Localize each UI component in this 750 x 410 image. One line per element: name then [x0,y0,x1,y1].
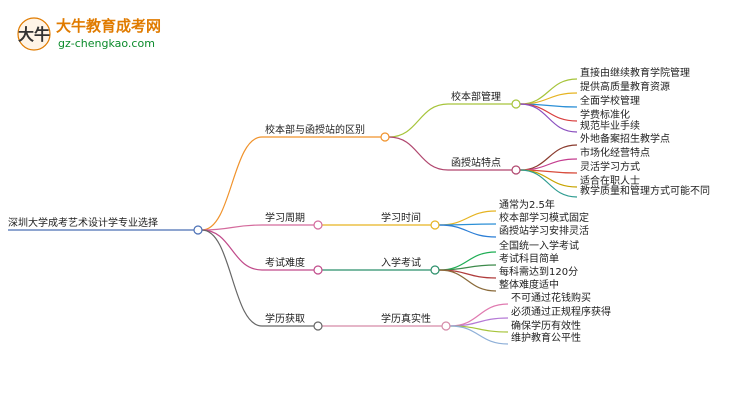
connector-lines [201,78,578,345]
leaf-node[interactable]: 适合在职人士 [580,174,640,187]
sub-node-label: 校本部管理 [451,90,501,103]
branch-connector [201,229,263,327]
branch-collapse-handle[interactable] [313,321,323,331]
leaf-connector [438,210,497,226]
leaf-node[interactable]: 整体难度适中 [499,278,559,291]
leaf-node[interactable]: 校本部学习模式固定 [499,211,589,224]
leaf-node[interactable]: 维护教育公平性 [511,331,581,344]
logo-title: 大牛教育成考网 [56,17,161,35]
leaf-node[interactable]: 全国统一入学考试 [499,239,579,252]
sub-node-label: 入学考试 [381,256,421,269]
leaf-connector [519,78,578,105]
leaf-node[interactable]: 必须通过正规程序获得 [511,305,611,318]
branch-node[interactable]: 学历获取 [262,312,323,331]
sub-node[interactable]: 函授站特点 [448,156,521,175]
logo-badge-icon [17,17,51,51]
branch-node[interactable]: 学习周期 [262,211,323,230]
leaf-node[interactable]: 学费标准化 [580,108,630,121]
root-node[interactable]: 深圳大学成考艺术设计学专业选择 [8,216,203,235]
sub-connector [388,103,449,138]
leaf-node[interactable]: 市场化经营特点 [580,146,650,159]
branch-connector [201,224,263,231]
branch-node-label: 考试难度 [265,256,305,269]
leaf-node[interactable]: 每科需达到120分 [499,265,578,278]
sub-node[interactable]: 校本部管理 [448,90,521,109]
branch-connector [201,136,263,231]
leaf-connector [438,269,497,292]
leaf-connector [519,158,578,171]
leaf-connector [449,303,509,327]
leaf-connector [438,264,497,271]
branch-collapse-handle[interactable] [313,265,323,275]
sub-node-label: 学历真实性 [381,312,431,325]
leaf-connector [519,144,578,171]
site-logo[interactable]: 大牛 大牛教育成考网 gz-chengkao.com [17,17,161,51]
leaf-node[interactable]: 不可通过花钱购买 [511,291,591,304]
leaf-connector [519,103,578,133]
branch-node[interactable]: 考试难度 [262,256,323,275]
sub-collapse-handle[interactable] [430,220,440,230]
branch-connector [201,229,263,271]
sub-node[interactable]: 学历真实性 [378,312,451,331]
branch-collapse-handle[interactable] [380,132,390,142]
branch-node-label: 学历获取 [265,312,305,325]
leaf-node[interactable]: 直接由继续教育学院管理 [580,66,690,79]
leaf-connector [449,325,509,345]
leaf-connector [519,169,578,198]
leaf-node[interactable]: 通常为2.5年 [499,198,555,211]
sub-node-label: 函授站特点 [451,156,501,169]
leaf-connector [438,224,497,238]
sub-collapse-handle[interactable] [430,265,440,275]
branch-node-label: 校本部与函授站的区别 [265,123,365,136]
leaf-node[interactable]: 外地备案招生教学点 [580,132,670,145]
sub-collapse-handle[interactable] [511,99,521,109]
leaf-node[interactable]: 教学质量和管理方式可能不同 [580,184,710,197]
leaf-connector [519,92,578,105]
sub-node-label: 学习时间 [381,211,421,224]
sub-node[interactable]: 学习时间 [378,211,440,230]
root-node-label: 深圳大学成考艺术设计学专业选择 [8,216,158,229]
branch-node[interactable]: 校本部与函授站的区别 [262,123,390,142]
sub-collapse-handle[interactable] [441,321,451,331]
leaf-node[interactable]: 确保学历有效性 [511,319,581,332]
branch-node-label: 学习周期 [265,211,305,224]
logo-glyph: 大牛 [18,25,50,44]
sub-node[interactable]: 入学考试 [378,256,440,275]
root-collapse-handle[interactable] [193,225,203,235]
sub-connector [388,136,449,171]
sub-collapse-handle[interactable] [511,165,521,175]
leaf-node[interactable]: 函授站学习安排灵活 [499,224,589,237]
logo-url: gz-chengkao.com [58,37,155,50]
leaf-node[interactable]: 全面学校管理 [580,94,640,107]
leaf-node[interactable]: 规范毕业手续 [580,119,640,132]
leaf-node[interactable]: 考试科目简单 [499,252,559,265]
branch-collapse-handle[interactable] [313,220,323,230]
leaf-node[interactable]: 灵活学习方式 [580,160,640,173]
leaf-node[interactable]: 提供高质量教育资源 [580,80,670,93]
